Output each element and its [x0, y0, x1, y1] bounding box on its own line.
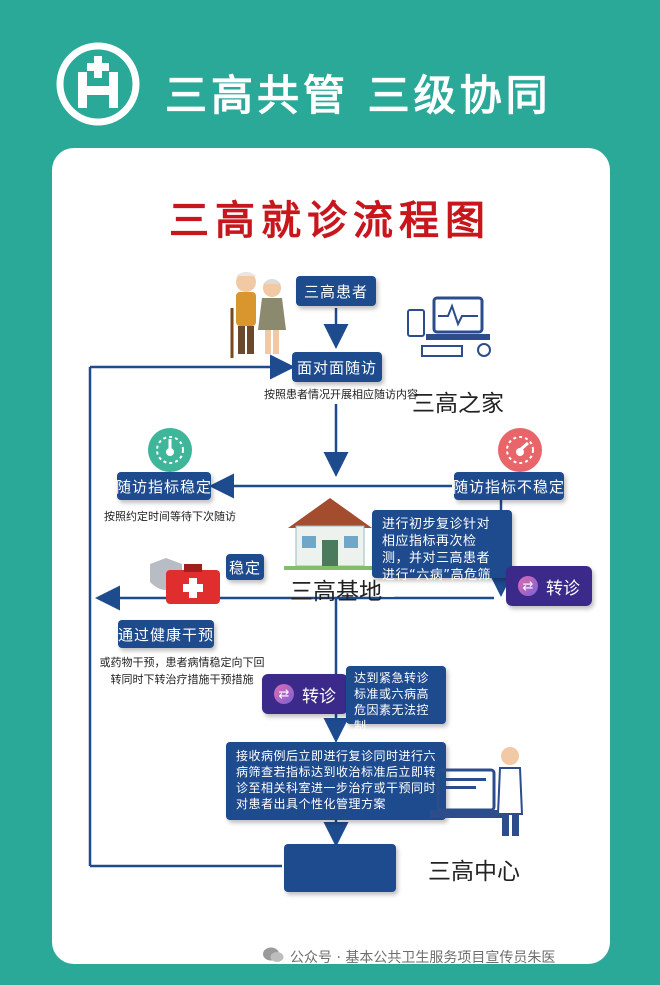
- transfer-icon: ⇄: [274, 684, 294, 704]
- center-description-box: 接收病例后立即进行复诊同时进行六病筛查若指标达到收治标准后立即转诊至相关科室进一…: [226, 742, 446, 820]
- elderly-couple-icon: [226, 268, 290, 360]
- transfer-right-label: 转诊: [546, 578, 580, 599]
- header-title: 三高共管 三级协同: [165, 71, 552, 120]
- flowchart-title: 三高就诊流程图: [169, 198, 491, 244]
- intervention-box: 通过健康干预: [118, 620, 214, 648]
- transfer-icon: ⇄: [518, 576, 538, 596]
- visit-note: 按照患者情况开展相应随访内容: [264, 388, 418, 401]
- transfer-condition-box: 达到紧急转诊标准或六病高危因素无法控制: [346, 666, 446, 733]
- tech-devices-icon: [404, 290, 500, 366]
- medical-kit-icon: [146, 556, 224, 608]
- transfer-middle: ⇄ 转诊: [262, 674, 348, 714]
- patient-label: 三高患者: [303, 282, 368, 301]
- unstable-box: 随访指标不稳定: [453, 472, 566, 500]
- patient-box: 三高患者: [296, 276, 376, 306]
- stable-tag: 稳定: [226, 554, 264, 580]
- red-gauge-icon: [498, 428, 542, 472]
- place-center: 三高中心: [428, 859, 520, 885]
- stable-label: 随访指标稳定: [116, 477, 213, 496]
- place-base: 三高基地: [290, 579, 382, 605]
- visit-box: 面对面随访: [292, 352, 382, 382]
- wechat-icon: [262, 946, 284, 964]
- center-description: 接收病例后立即进行复诊同时进行六病筛查若指标达到收治标准后立即转诊至相关科室进一…: [236, 749, 437, 811]
- base-description: 进行初步复诊针对相应指标再次检测，并对三高患者进行“六病”高危筛查: [382, 517, 491, 600]
- intervention-note: 或药物干预，患者病情稳定向下回转同时下转治疗措施干预措施: [98, 654, 266, 688]
- intervention-note-text: 或药物干预，患者病情稳定向下回转同时下转治疗措施干预措施: [99, 656, 265, 686]
- base-description-box: 进行初步复诊针对相应指标再次检测，并对三高患者进行“六病”高危筛查: [372, 510, 512, 600]
- house-icon: [284, 494, 376, 570]
- transfer-condition: 达到紧急转诊标准或六病高危因素无法控制: [354, 671, 430, 733]
- place-home: 三高之家: [412, 391, 504, 417]
- stable-note: 按照约定时间等待下次随访: [104, 510, 236, 523]
- intervention-label: 通过健康干预: [118, 625, 215, 644]
- doctor-laptop-icon: [430, 744, 526, 838]
- green-gauge-icon: [148, 428, 192, 472]
- unstable-label: 随访指标不稳定: [453, 477, 566, 496]
- stable-tag-label: 稳定: [228, 558, 261, 577]
- visit-label: 面对面随访: [296, 358, 377, 377]
- transfer-middle-label: 转诊: [302, 686, 336, 707]
- hospital-logo-icon: [56, 42, 140, 126]
- transfer-right: ⇄ 转诊: [506, 566, 592, 606]
- blank-box: [284, 844, 396, 892]
- stable-box: 随访指标稳定: [116, 472, 213, 500]
- footer-text: 公众号 · 基本公共卫生服务项目宣传员朱医: [290, 950, 556, 966]
